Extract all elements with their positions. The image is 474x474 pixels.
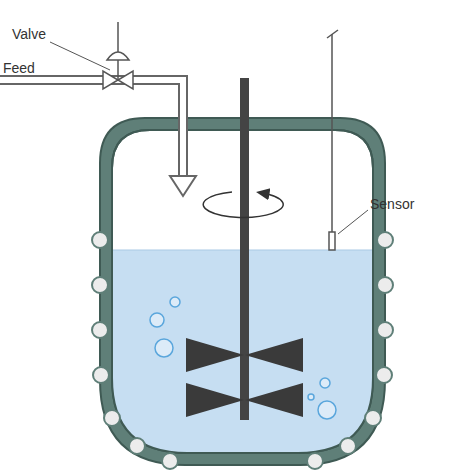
sensor-leader [338, 210, 368, 234]
feed-arrow [170, 176, 196, 196]
sensor-label: Sensor [370, 196, 414, 212]
rotation-arrow [203, 192, 283, 217]
feed-label: Feed [3, 60, 35, 76]
agitator-shaft [240, 78, 249, 420]
valve-leader [50, 42, 110, 70]
sensor-probe [327, 30, 338, 250]
feed-pipe [0, 80, 183, 176]
impeller [186, 338, 303, 417]
valve-symbol [103, 22, 133, 89]
valve-label: Valve [12, 26, 46, 42]
